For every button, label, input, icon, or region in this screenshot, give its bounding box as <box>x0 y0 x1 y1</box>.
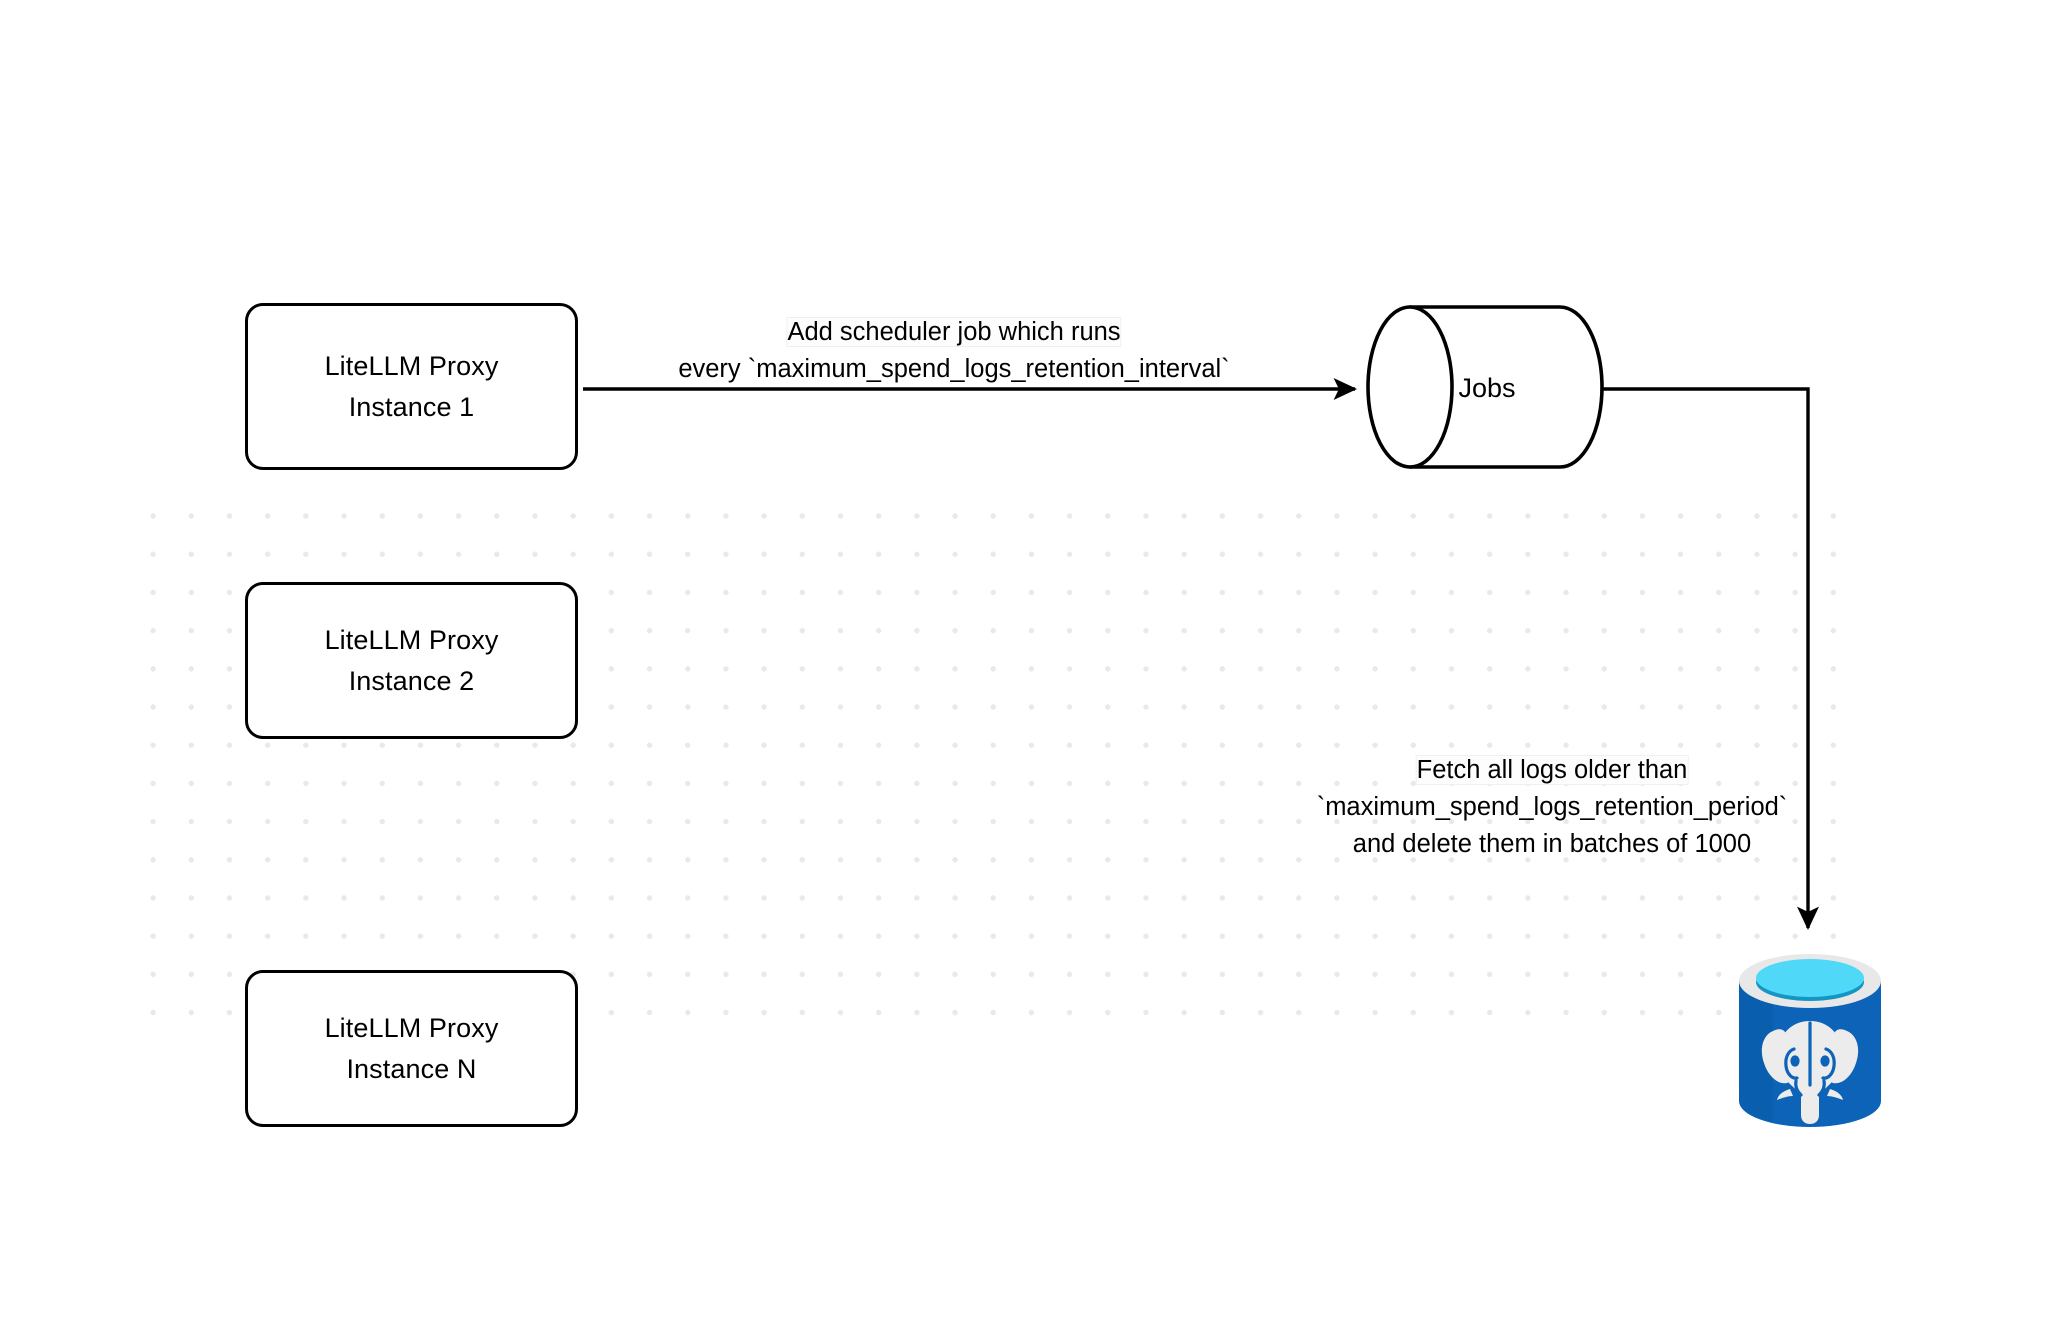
node-instance-n-line-1: LiteLLM Proxy <box>324 1012 499 1043</box>
edge-delete-path <box>1600 387 1820 931</box>
node-instance-2-line-1: LiteLLM Proxy <box>324 624 499 655</box>
edge-scheduler-label-line-1: Add scheduler job which runs <box>786 317 1122 347</box>
edge-delete-label-line-1: Fetch all logs older than <box>1415 755 1689 785</box>
postgres-database-icon[interactable] <box>1733 945 1888 1137</box>
node-instance-n[interactable]: LiteLLM Proxy Instance N <box>245 970 578 1127</box>
node-instance-2[interactable]: LiteLLM Proxy Instance 2 <box>245 582 578 739</box>
node-instance-1-line-2: Instance 1 <box>348 391 475 422</box>
edge-scheduler-label: Add scheduler job which runs every `maxi… <box>678 314 1230 388</box>
node-jobs-label: Jobs <box>1458 373 1516 403</box>
node-instance-1-line-1: LiteLLM Proxy <box>324 350 499 381</box>
node-instance-2-line-2: Instance 2 <box>348 665 475 696</box>
node-instance-1[interactable]: LiteLLM Proxy Instance 1 <box>245 303 578 470</box>
edge-delete-label-line-2: `maximum_spend_logs_retention_period` <box>1316 793 1788 821</box>
node-instance-n-line-2: Instance N <box>346 1053 477 1084</box>
edge-delete-label: Fetch all logs older than `maximum_spend… <box>1316 752 1788 863</box>
edge-scheduler-label-line-2: every `maximum_spend_logs_retention_inte… <box>678 355 1230 383</box>
edge-delete-label-line-3: and delete them in batches of 1000 <box>1352 830 1752 858</box>
